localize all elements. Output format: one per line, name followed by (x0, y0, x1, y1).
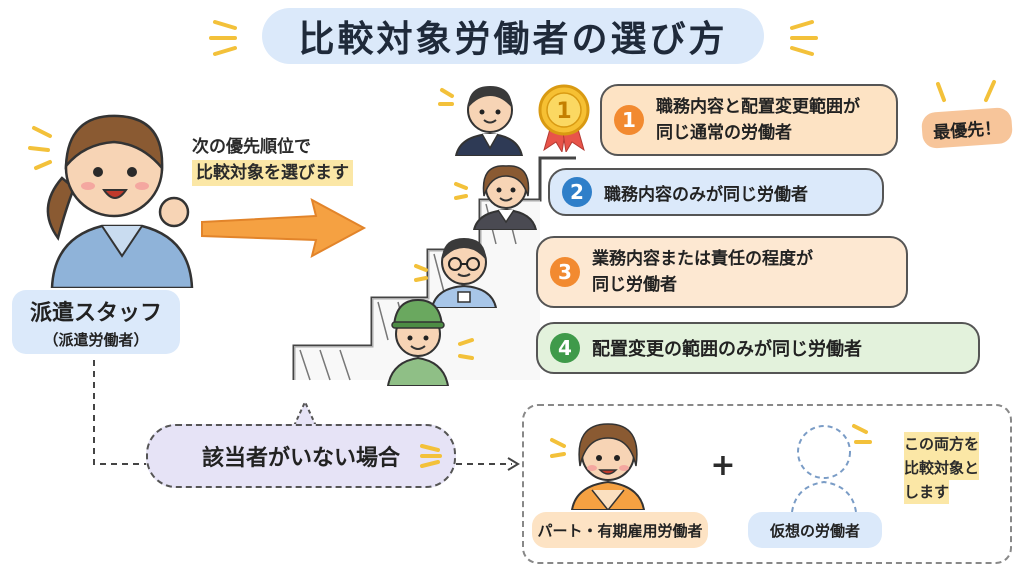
step-1-line1: 職務内容と配置変更範囲が (656, 97, 860, 117)
dispatch-staff-label: 派遣スタッフ （派遣労働者） (12, 290, 180, 354)
title-sparkle-right-icon (790, 20, 818, 56)
step-4-line1: 配置変更の範囲のみが同じ労働者 (592, 339, 862, 360)
step-2-bubble: 2 職務内容のみが同じ労働者 (548, 168, 884, 216)
step-4-number: 4 (550, 333, 580, 363)
step3-glasses-man-avatar (414, 238, 498, 308)
step-3-number: 3 (550, 257, 580, 287)
big-right-arrow-icon (201, 198, 367, 258)
medal-number: 1 (556, 99, 571, 124)
part-time-worker-avatar (550, 423, 646, 510)
step-1-line2: 同じ通常の労働者 (656, 123, 792, 143)
fallback-note-line3: します (904, 480, 950, 504)
step-2-line1: 職務内容のみが同じ労働者 (604, 184, 808, 205)
condition-sparkle-icon (420, 444, 442, 468)
step-3-line1: 業務内容または責任の程度が (592, 249, 813, 269)
step-2-number: 2 (562, 177, 592, 207)
fallback-connector (93, 360, 520, 471)
page-title: 比較対象労働者の選び方 (262, 8, 764, 64)
step1-businessman-avatar (438, 86, 524, 156)
virtual-worker-label: 仮想の労働者 (748, 512, 882, 548)
fallback-condition-text: 該当者がいない場合 (201, 446, 400, 471)
fallback-note-line1: この両方を (904, 432, 980, 456)
priority-badge-text: 最優先！ (932, 118, 1002, 143)
priority-sparkle-icon (936, 80, 996, 102)
fallback-condition-bubble: 該当者がいない場合 (146, 424, 456, 488)
priority-badge: 最優先！ (920, 106, 1014, 150)
virtual-worker-text: 仮想の労働者 (769, 521, 860, 540)
fallback-note-line2: 比較対象と (904, 456, 980, 480)
arrow-note-line1: 次の優先順位で (192, 137, 311, 157)
step-3-line2: 同じ労働者 (592, 275, 677, 295)
plus-sign-text: + (710, 448, 736, 483)
fallback-note: この両方を 比較対象と します (904, 432, 1008, 504)
page-title-text: 比較対象労働者の選び方 (298, 19, 728, 60)
step-1-number: 1 (614, 105, 644, 135)
virtual-worker-avatar (791, 424, 872, 512)
dispatch-staff-avatar (28, 114, 194, 288)
staff-label-text: 派遣スタッフ (29, 300, 162, 326)
part-time-worker-text: パート・有期雇用労働者 (537, 521, 703, 540)
staff-sublabel-text: （派遣労働者） (43, 330, 149, 349)
arrow-note-line2: 比較対象を選びます (192, 160, 353, 186)
part-time-worker-label: パート・有期雇用労働者 (532, 512, 708, 548)
title-sparkle-left-icon (209, 20, 237, 56)
step-4-bubble: 4 配置変更の範囲のみが同じ労働者 (536, 322, 980, 374)
step2-woman-avatar (454, 165, 538, 230)
step-3-bubble: 3 業務内容または責任の程度が 同じ労働者 (536, 236, 908, 308)
condition-bubble-pointer (293, 399, 317, 427)
step4-worker-avatar (386, 298, 474, 386)
plus-sign: + (708, 448, 738, 483)
gold-medal-icon: 1 (538, 84, 590, 152)
arrow-note: 次の優先順位で 比較対象を選びます (192, 134, 392, 186)
fallback-box (522, 404, 1012, 564)
step-1-bubble: 1 職務内容と配置変更範囲が 同じ通常の労働者 (600, 84, 898, 156)
